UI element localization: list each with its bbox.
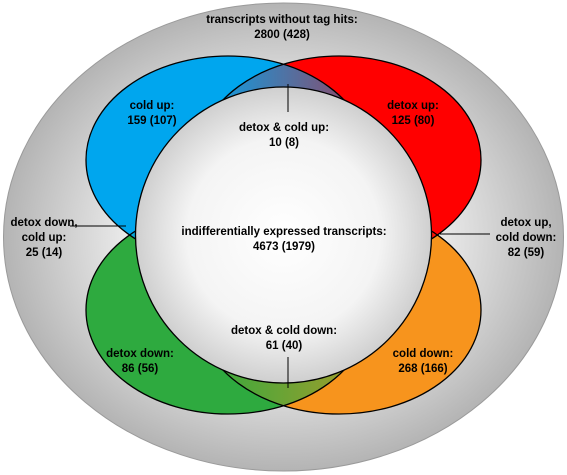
cold-down-value: 268 (166) xyxy=(398,363,447,375)
no-tag-hits-label: transcripts without tag hits: xyxy=(206,14,357,26)
detox-up-cold-down-label-2: cold down: xyxy=(496,232,557,244)
indifferential-value: 4673 (1979) xyxy=(253,241,315,253)
detox-cold-up-label: detox & cold up: xyxy=(239,122,329,134)
detox-down-cold-up-value: 25 (14) xyxy=(26,247,63,259)
detox-down-value: 86 (56) xyxy=(122,363,159,375)
detox-down-cold-up-label-1: detox down, xyxy=(10,217,77,229)
no-tag-hits-value: 2800 (428) xyxy=(254,29,310,41)
detox-cold-down-label: detox & cold down: xyxy=(231,325,337,337)
detox-up-cold-down-label-1: detox up, xyxy=(500,217,551,229)
detox-cold-up-value: 10 (8) xyxy=(269,137,299,149)
detox-up-label: detox up: xyxy=(387,100,439,112)
cold-up-label: cold up: xyxy=(130,100,175,112)
cold-up-value: 159 (107) xyxy=(127,115,176,127)
cold-down-label: cold down: xyxy=(393,348,454,360)
detox-up-cold-down-value: 82 (59) xyxy=(508,247,545,259)
detox-down-label: detox down: xyxy=(106,348,174,360)
detox-up-value: 125 (80) xyxy=(392,115,435,127)
indifferential-circle xyxy=(134,86,433,384)
detox-cold-down-value: 61 (40) xyxy=(266,340,303,352)
indifferential-label: indifferentially expressed transcripts: xyxy=(181,226,386,238)
detox-down-cold-up-label-2: cold up: xyxy=(22,232,67,244)
